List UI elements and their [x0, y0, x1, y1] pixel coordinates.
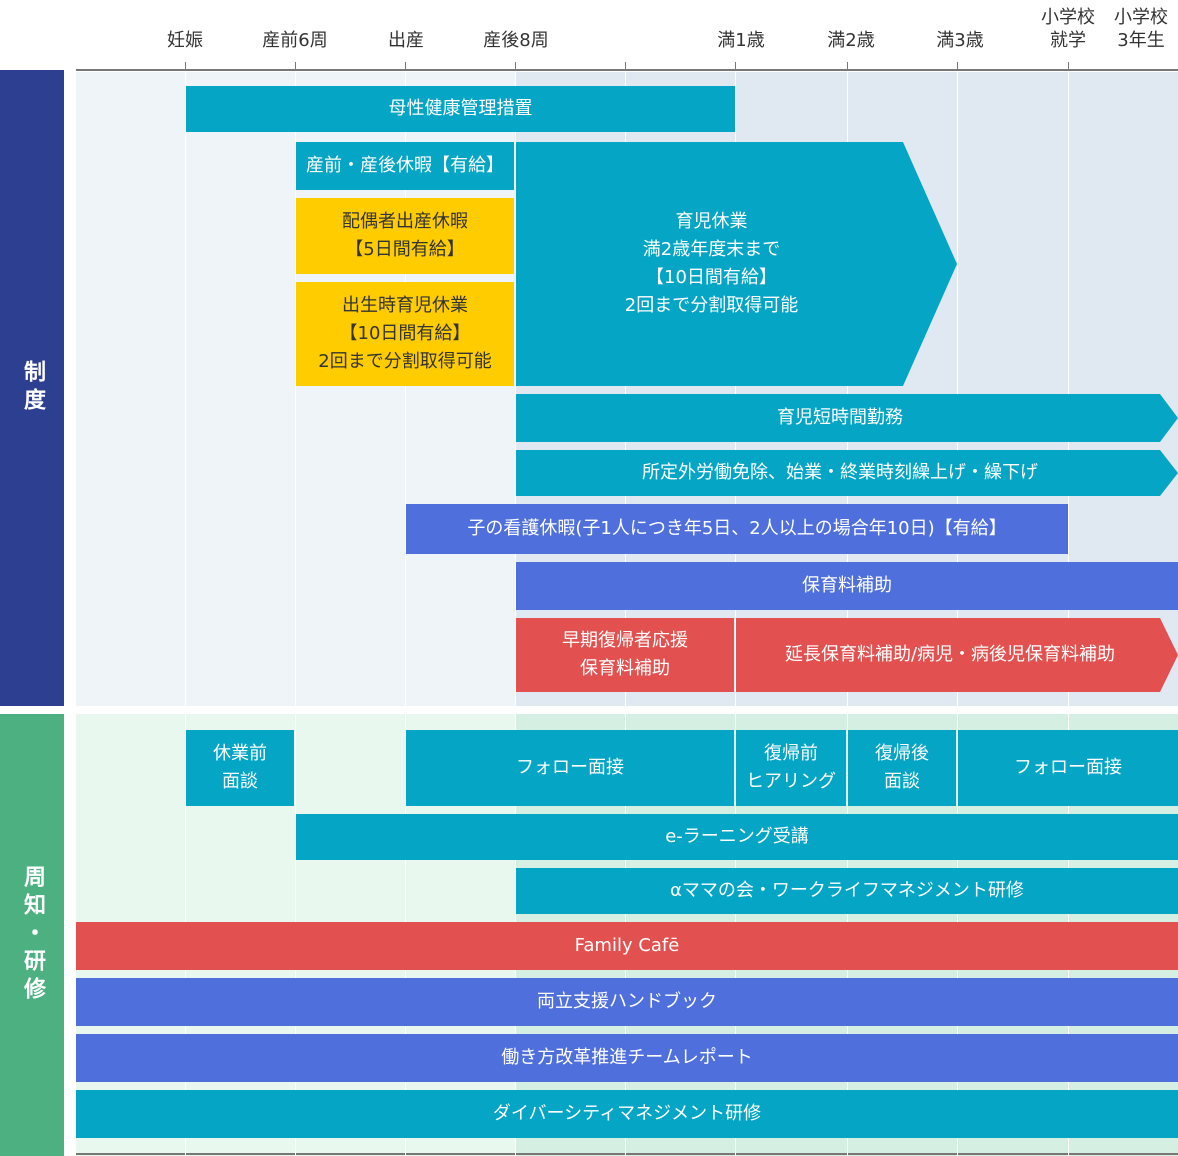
axis-tick	[847, 62, 848, 70]
grid-line	[295, 72, 296, 1156]
axis-tick	[735, 62, 736, 70]
bottom-border	[76, 1153, 1178, 1155]
system-section-header: 制度	[0, 70, 64, 706]
axis-tick	[405, 62, 406, 70]
system-section-title: 制度	[20, 360, 45, 416]
elearning-bar: e-ラーニング受講	[296, 814, 1178, 860]
pre-leave-interview-bar: 休業前 面談	[186, 730, 294, 806]
childcare-leave-arrow: 育児休業 満2歳年度末まで 【10日間有給】 2回まで分割取得可能	[516, 142, 957, 386]
axis-label-age-3: 満3歳	[936, 30, 984, 51]
axis-label-elementary-3rd: 小学校 3年生	[1114, 7, 1168, 51]
axis-tick	[957, 62, 958, 70]
grid-line	[957, 72, 958, 1156]
overtime-exemption-arrow: 所定外労働免除、始業・終業時刻繰上げ・繰下げ	[516, 450, 1178, 496]
child-nursing-leave-bar: 子の看護休暇(子1人につき年5日、2人以上の場合年10日)【有給】	[406, 504, 1068, 554]
reform-report-bar: 働き方改革推進チームレポート	[76, 1034, 1178, 1082]
spouse-leave-bar: 配偶者出産休暇 【5日間有給】	[296, 198, 514, 274]
handbook-bar: 両立支援ハンドブック	[76, 978, 1178, 1026]
maternal-health-bar: 母性健康管理措置	[186, 86, 735, 132]
axis-label-pregnancy: 妊娠	[167, 30, 203, 51]
axis-tick	[295, 62, 296, 70]
family-cafe-bar: Family Cafē	[76, 922, 1178, 970]
post-return-interview-bar: 復帰後 面談	[848, 730, 956, 806]
axis-tick	[625, 62, 626, 70]
early-return-subsidy-bar: 早期復帰者応援 保育料補助	[516, 618, 734, 692]
diversity-training-bar: ダイバーシティマネジメント研修	[76, 1090, 1178, 1138]
follow-up-interview-later-bar: フォロー面接	[958, 730, 1178, 806]
axis-label-elementary-entry: 小学校 就学	[1041, 7, 1095, 51]
axis-label-postnatal-8w: 産後8周	[483, 30, 549, 51]
follow-up-interview-bar: フォロー面接	[406, 730, 734, 806]
daycare-subsidy-bar: 保育料補助	[516, 562, 1178, 610]
alpha-mama-bar: αママの会・ワークライフマネジメント研修	[516, 868, 1178, 914]
axis-line	[76, 69, 1178, 71]
axis-tick	[185, 62, 186, 70]
grid-line	[515, 72, 516, 1156]
grid-line	[735, 72, 736, 1156]
awareness-section-header: 周知・研修	[0, 714, 64, 1156]
axis-tick	[515, 62, 516, 70]
birth-childcare-leave-bar: 出生時育児休業 【10日間有給】 2回まで分割取得可能	[296, 282, 514, 386]
timeline-axis	[76, 0, 1178, 72]
grid-line	[185, 72, 186, 1156]
awareness-section-title: 周知・研修	[20, 865, 45, 1005]
axis-label-age-1: 満1歳	[717, 30, 765, 51]
grid-line	[847, 72, 848, 1156]
axis-tick	[1068, 62, 1069, 70]
maternity-leave-bar: 産前・産後休暇【有給】	[296, 142, 514, 190]
grid-line	[1068, 72, 1069, 1156]
axis-label-age-2: 満2歳	[827, 30, 875, 51]
extended-daycare-subsidy-arrow: 延長保育料補助/病児・病後児保育料補助	[736, 618, 1178, 692]
short-hours-arrow: 育児短時間勤務	[516, 394, 1178, 442]
axis-label-prenatal-6w: 産前6周	[262, 30, 328, 51]
grid-line	[405, 72, 406, 1156]
pre-return-hearing-bar: 復帰前 ヒアリング	[736, 730, 846, 806]
axis-label-birth: 出産	[388, 30, 424, 51]
grid-line	[625, 72, 626, 1156]
